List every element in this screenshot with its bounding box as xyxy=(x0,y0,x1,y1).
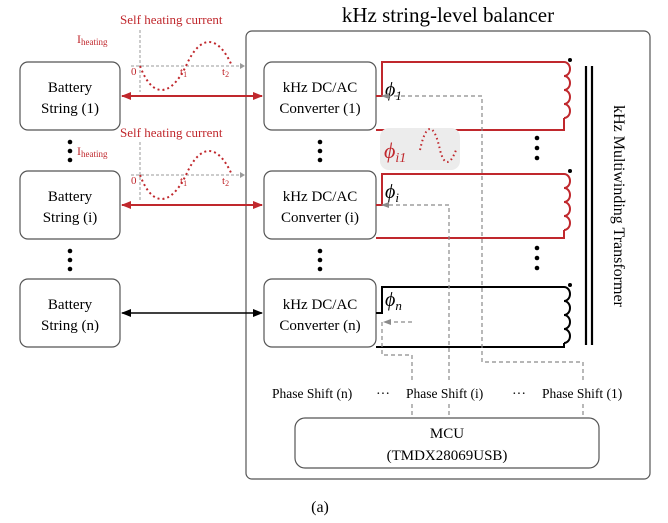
heating-wave-1 xyxy=(139,41,233,91)
converter-n-line2: Converter (n) xyxy=(279,318,360,334)
heating-tick-t2-i: t2 xyxy=(222,175,229,188)
winding-n xyxy=(376,286,571,348)
phase-shift-i-label: Phase Shift (i) xyxy=(406,386,483,401)
diagram-title: kHz string-level balancer xyxy=(342,3,554,27)
heating-inset-1: Self heating current Iheating 0 t1 t2 xyxy=(77,12,245,92)
phi-i1-symbol: ϕi1 xyxy=(384,138,406,166)
heating-wave-i xyxy=(139,150,233,200)
converter-i-line1: kHz DC/AC xyxy=(283,189,358,205)
phi-i1-highlight: ϕi1 xyxy=(380,128,460,170)
heating-tick-t2-1: t2 xyxy=(222,66,229,79)
heating-tick-0-1: 0 xyxy=(131,66,137,78)
mcu-connectors xyxy=(411,404,584,418)
phase-shift-ellipsis-right: ··· xyxy=(512,387,526,402)
converter-i-line2: Converter (i) xyxy=(281,210,359,226)
mcu-line2: (TMDX28069USB) xyxy=(387,448,508,464)
heating-tick-t1-1: t1 xyxy=(180,66,187,79)
battery-i-line1: Battery xyxy=(48,189,93,205)
battery-string-n: Battery String (n) xyxy=(19,278,121,348)
battery-n-line1: Battery xyxy=(48,297,93,313)
transformer-core xyxy=(584,66,594,345)
phase-shift-1-label: Phase Shift (1) xyxy=(542,386,622,401)
converter-n-line1: kHz DC/AC xyxy=(283,297,358,313)
phase-shift-n-label: Phase Shift (n) xyxy=(272,386,352,401)
heating-label-1: Self heating current xyxy=(120,12,223,27)
converter-1-line2: Converter (1) xyxy=(279,101,360,117)
battery-string-1: Battery String (1) xyxy=(19,61,121,131)
transformer-label: kHz Multiwinding Transformer xyxy=(610,105,627,307)
heating-axis-label-1: Iheating xyxy=(77,32,108,47)
phi-1-label: ϕ1 xyxy=(385,79,402,103)
phi-n-label: ϕn xyxy=(385,289,402,313)
heating-tick-0-i: 0 xyxy=(131,175,137,187)
heating-inset-i: Self heating current Iheating 0 t1 t2 xyxy=(77,125,245,200)
winding-ellipsis xyxy=(534,135,540,271)
battery-1-line2: String (1) xyxy=(41,101,99,117)
winding-1-dot xyxy=(568,58,572,62)
battery-n-line2: String (n) xyxy=(41,318,99,334)
heating-axis-label-i: Iheating xyxy=(77,144,108,159)
converter-1: kHz DC/AC Converter (1) xyxy=(263,61,377,131)
battery-i-line2: String (i) xyxy=(43,210,98,226)
battery-string-i: Battery String (i) xyxy=(19,170,121,240)
phase-shift-ellipsis-left: ··· xyxy=(376,387,390,402)
phase-signal-1 xyxy=(381,93,584,380)
battery-1-line1: Battery xyxy=(48,80,93,96)
converter-n: kHz DC/AC Converter (n) xyxy=(263,278,377,348)
winding-i-dot xyxy=(568,169,572,173)
balancer-panel xyxy=(245,30,651,480)
winding-n-dot xyxy=(568,283,572,287)
phi-i-label: ϕi xyxy=(385,181,399,205)
heating-label-i: Self heating current xyxy=(120,125,223,140)
phase-signal-i xyxy=(381,202,450,380)
figure-caption: (a) xyxy=(311,499,329,516)
converter-ellipsis xyxy=(317,139,323,272)
winding-i xyxy=(376,173,571,239)
mcu-line1: MCU xyxy=(430,426,464,442)
mcu-box: MCU (TMDX28069USB) xyxy=(294,417,600,469)
converter-1-line1: kHz DC/AC xyxy=(283,80,358,96)
converter-i: kHz DC/AC Converter (i) xyxy=(263,170,377,240)
phase-signal-n xyxy=(381,319,413,380)
heating-tick-t1-i: t1 xyxy=(180,175,187,188)
battery-ellipsis xyxy=(67,139,73,272)
